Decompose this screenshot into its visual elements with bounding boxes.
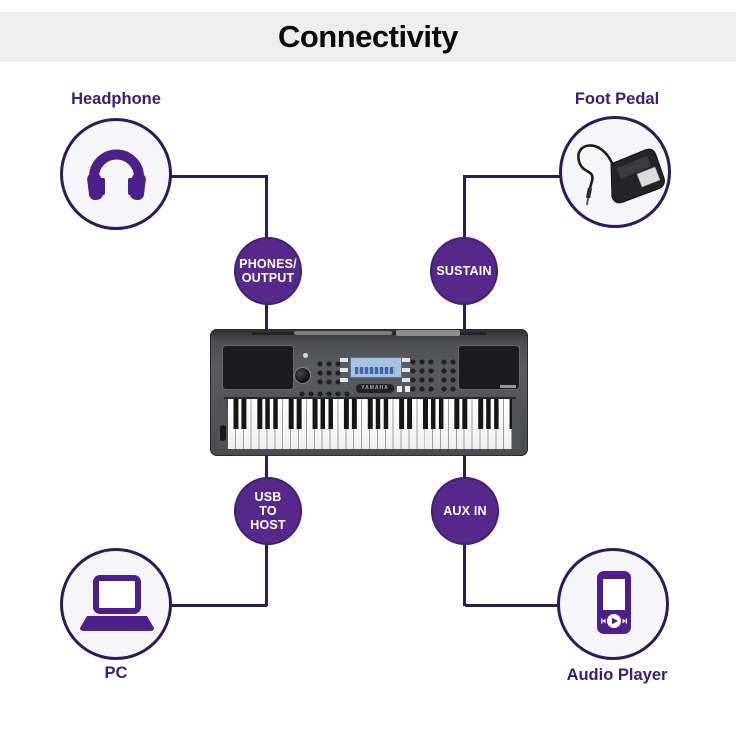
keyboard-knob [294, 367, 311, 384]
audio-player-circle [557, 548, 669, 660]
usb-to-host-port: USB TO HOST [234, 477, 302, 545]
sustain-pedal-icon [577, 144, 665, 206]
foot-pedal-label: Foot Pedal [574, 90, 660, 108]
headphone-circle [60, 118, 172, 230]
keyboard-lcd-screen [350, 357, 402, 378]
keyboard-button [303, 353, 308, 358]
music-rest-tab [396, 330, 460, 336]
connector-headphone-horizontal [170, 175, 268, 178]
connector-footpedal-horizontal [464, 175, 562, 178]
keyboard-endcap-left [218, 399, 228, 449]
headphones-icon [87, 149, 146, 201]
keyboard-black-keys [228, 399, 512, 429]
pc-label: PC [104, 664, 128, 682]
keyboard-button-pair [397, 386, 411, 392]
keyboard-key-groove [224, 397, 516, 399]
audio-player-icon [597, 571, 631, 634]
connector-audioplayer-horizontal [465, 604, 559, 607]
sustain-port: SUSTAIN [430, 237, 498, 305]
keyboard-button-grid [440, 358, 456, 394]
connector-pc-horizontal [171, 604, 267, 607]
laptop-icon [80, 575, 154, 631]
keyboard-speaker-right [458, 345, 520, 390]
keyboard-speaker-left [222, 345, 294, 390]
keyboard-button-row [298, 390, 350, 399]
page-title: Connectivity [277, 19, 459, 54]
keyboard-white-keys [228, 399, 512, 449]
keyboard-button-grid [316, 360, 343, 387]
keyboard-button-grid [409, 358, 436, 394]
phones-output-port: PHONES/ OUTPUT [234, 237, 302, 305]
music-rest-tab [294, 331, 392, 335]
keyboard-button-column [402, 358, 410, 388]
keyboard-endcap-right [512, 399, 521, 449]
keyboard-button-column [340, 358, 348, 388]
yamaha-logo: YAMAHA [356, 384, 394, 393]
keyboard-model-marking [500, 385, 516, 388]
keyboard-power-button [220, 425, 226, 441]
keyboard-lcd-pixels [355, 367, 395, 374]
audio-player-label: Audio Player [566, 666, 668, 684]
title-banner: Connectivity [0, 12, 736, 62]
aux-in-port: AUX IN [431, 477, 499, 545]
headphone-label: Headphone [71, 90, 161, 108]
pc-circle [60, 548, 172, 660]
keyboard-image: YAMAHA [210, 329, 528, 456]
foot-pedal-circle [559, 116, 671, 228]
